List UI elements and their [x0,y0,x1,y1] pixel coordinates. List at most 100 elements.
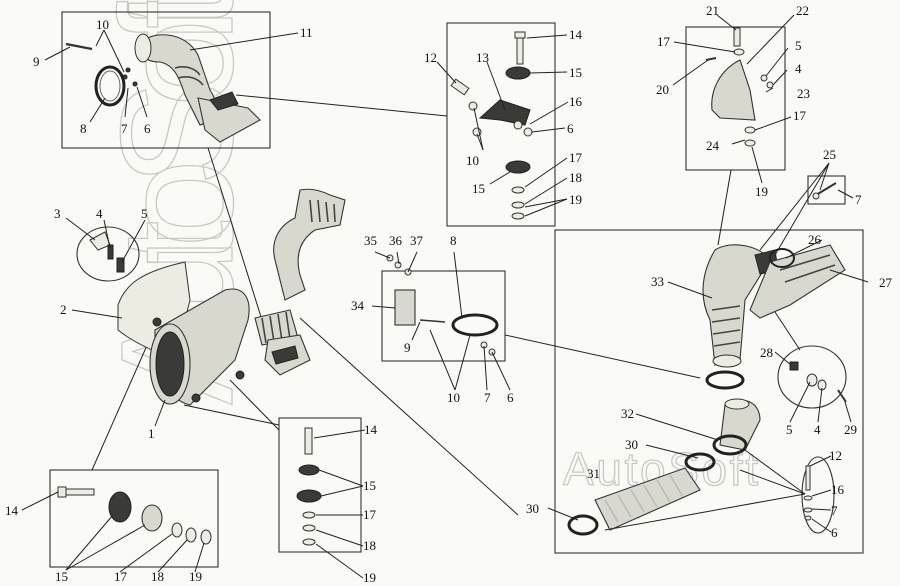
connector-line [207,147,263,321]
label-10: 10 [447,390,460,405]
connector-line [235,94,448,117]
cushion-17 [141,504,163,532]
detail-box-right [554,229,864,554]
label-5: 5 [795,38,802,53]
label-23: 23 [797,86,810,101]
label-34: 34 [351,298,365,313]
detail-box-top-center [446,22,556,227]
label-19: 19 [189,569,202,584]
washer [302,511,316,519]
intake-pipe-main [264,188,346,376]
callout-labels: 9 10 8 7 6 11 12 13 14 15 16 6 10 15 17 … [5,3,893,585]
label-6: 6 [144,121,151,136]
label-11: 11 [300,25,313,40]
clamp-30-lower [567,514,599,536]
label-7: 7 [855,192,862,207]
label-17: 17 [363,507,377,522]
bolt-14 [304,427,313,455]
label-5: 5 [786,422,793,437]
clamp-30 [712,434,748,456]
washer [733,48,745,56]
rubber-cushion-lower [505,160,531,174]
label-19: 19 [755,184,768,199]
rubber-cushion [108,491,132,523]
label-37: 37 [410,233,424,248]
label-4: 4 [96,206,103,221]
label-15: 15 [55,569,68,584]
label-29: 29 [844,422,857,437]
label-36: 36 [389,233,403,248]
bolt-9 [419,319,446,323]
label-24: 24 [706,138,720,153]
label-9: 9 [404,340,411,355]
detail-box-top-left [61,11,271,149]
label-31: 31 [587,466,600,481]
label-27: 27 [879,275,893,290]
connector-line [183,404,280,426]
washer [185,527,197,543]
label-7: 7 [121,121,128,136]
bolt-25 [812,182,837,200]
nut [513,120,523,130]
nut [511,212,525,220]
label-18: 18 [569,170,582,185]
screw-set-12-16 [803,465,813,521]
rubber-cushion [505,66,531,80]
label-33: 33 [651,274,664,289]
label-16: 16 [569,94,583,109]
label-6: 6 [567,121,574,136]
label-7: 7 [484,390,491,405]
detail-ellipse-bolts [777,345,847,409]
bracket-13 [478,99,531,126]
label-22: 22 [796,3,809,18]
connector-line [91,324,157,471]
muffler-1 [149,288,250,406]
washer [394,261,402,269]
washer [302,524,316,532]
label-18: 18 [151,569,164,584]
label-19: 19 [363,570,376,585]
bracket-clip-3 [89,231,125,273]
detail-box-bottom-center [278,417,362,553]
bolt-set-28-29 [789,361,847,403]
label-4: 4 [795,61,802,76]
label-16: 16 [831,482,845,497]
label-3: 3 [54,206,61,221]
label-30: 30 [625,437,638,452]
washer [744,126,756,134]
label-30: 30 [526,501,539,516]
connector-line [299,317,519,516]
label-26: 26 [808,232,822,247]
label-21: 21 [706,3,719,18]
detail-box-center [381,270,506,362]
label-32: 32 [621,406,634,421]
label-12: 12 [424,50,437,65]
heat-shield-27 [749,244,846,319]
label-35: 35 [364,233,377,248]
rubber-cushion [296,489,322,503]
leader-lines [21,14,869,579]
label-14: 14 [569,27,583,42]
bolt-21 [733,27,741,47]
connector-line [229,379,280,431]
corrugated-hose-31 [594,467,701,531]
nut [302,538,316,546]
clamp-ring [705,370,745,390]
label-13: 13 [476,50,489,65]
label-15: 15 [472,181,485,196]
label-25: 25 [823,147,836,162]
clamp-ring [94,65,126,107]
label-2: 2 [60,302,67,317]
rubber-cushion [298,464,320,476]
washer [468,101,478,111]
label-8: 8 [80,121,87,136]
label-17: 17 [793,108,807,123]
nut [744,139,756,147]
connector-line [717,169,732,246]
label-7: 7 [831,503,838,518]
pin-12 [450,78,470,96]
detail-box-top-right [685,26,786,171]
support-bracket-22 [711,59,756,121]
